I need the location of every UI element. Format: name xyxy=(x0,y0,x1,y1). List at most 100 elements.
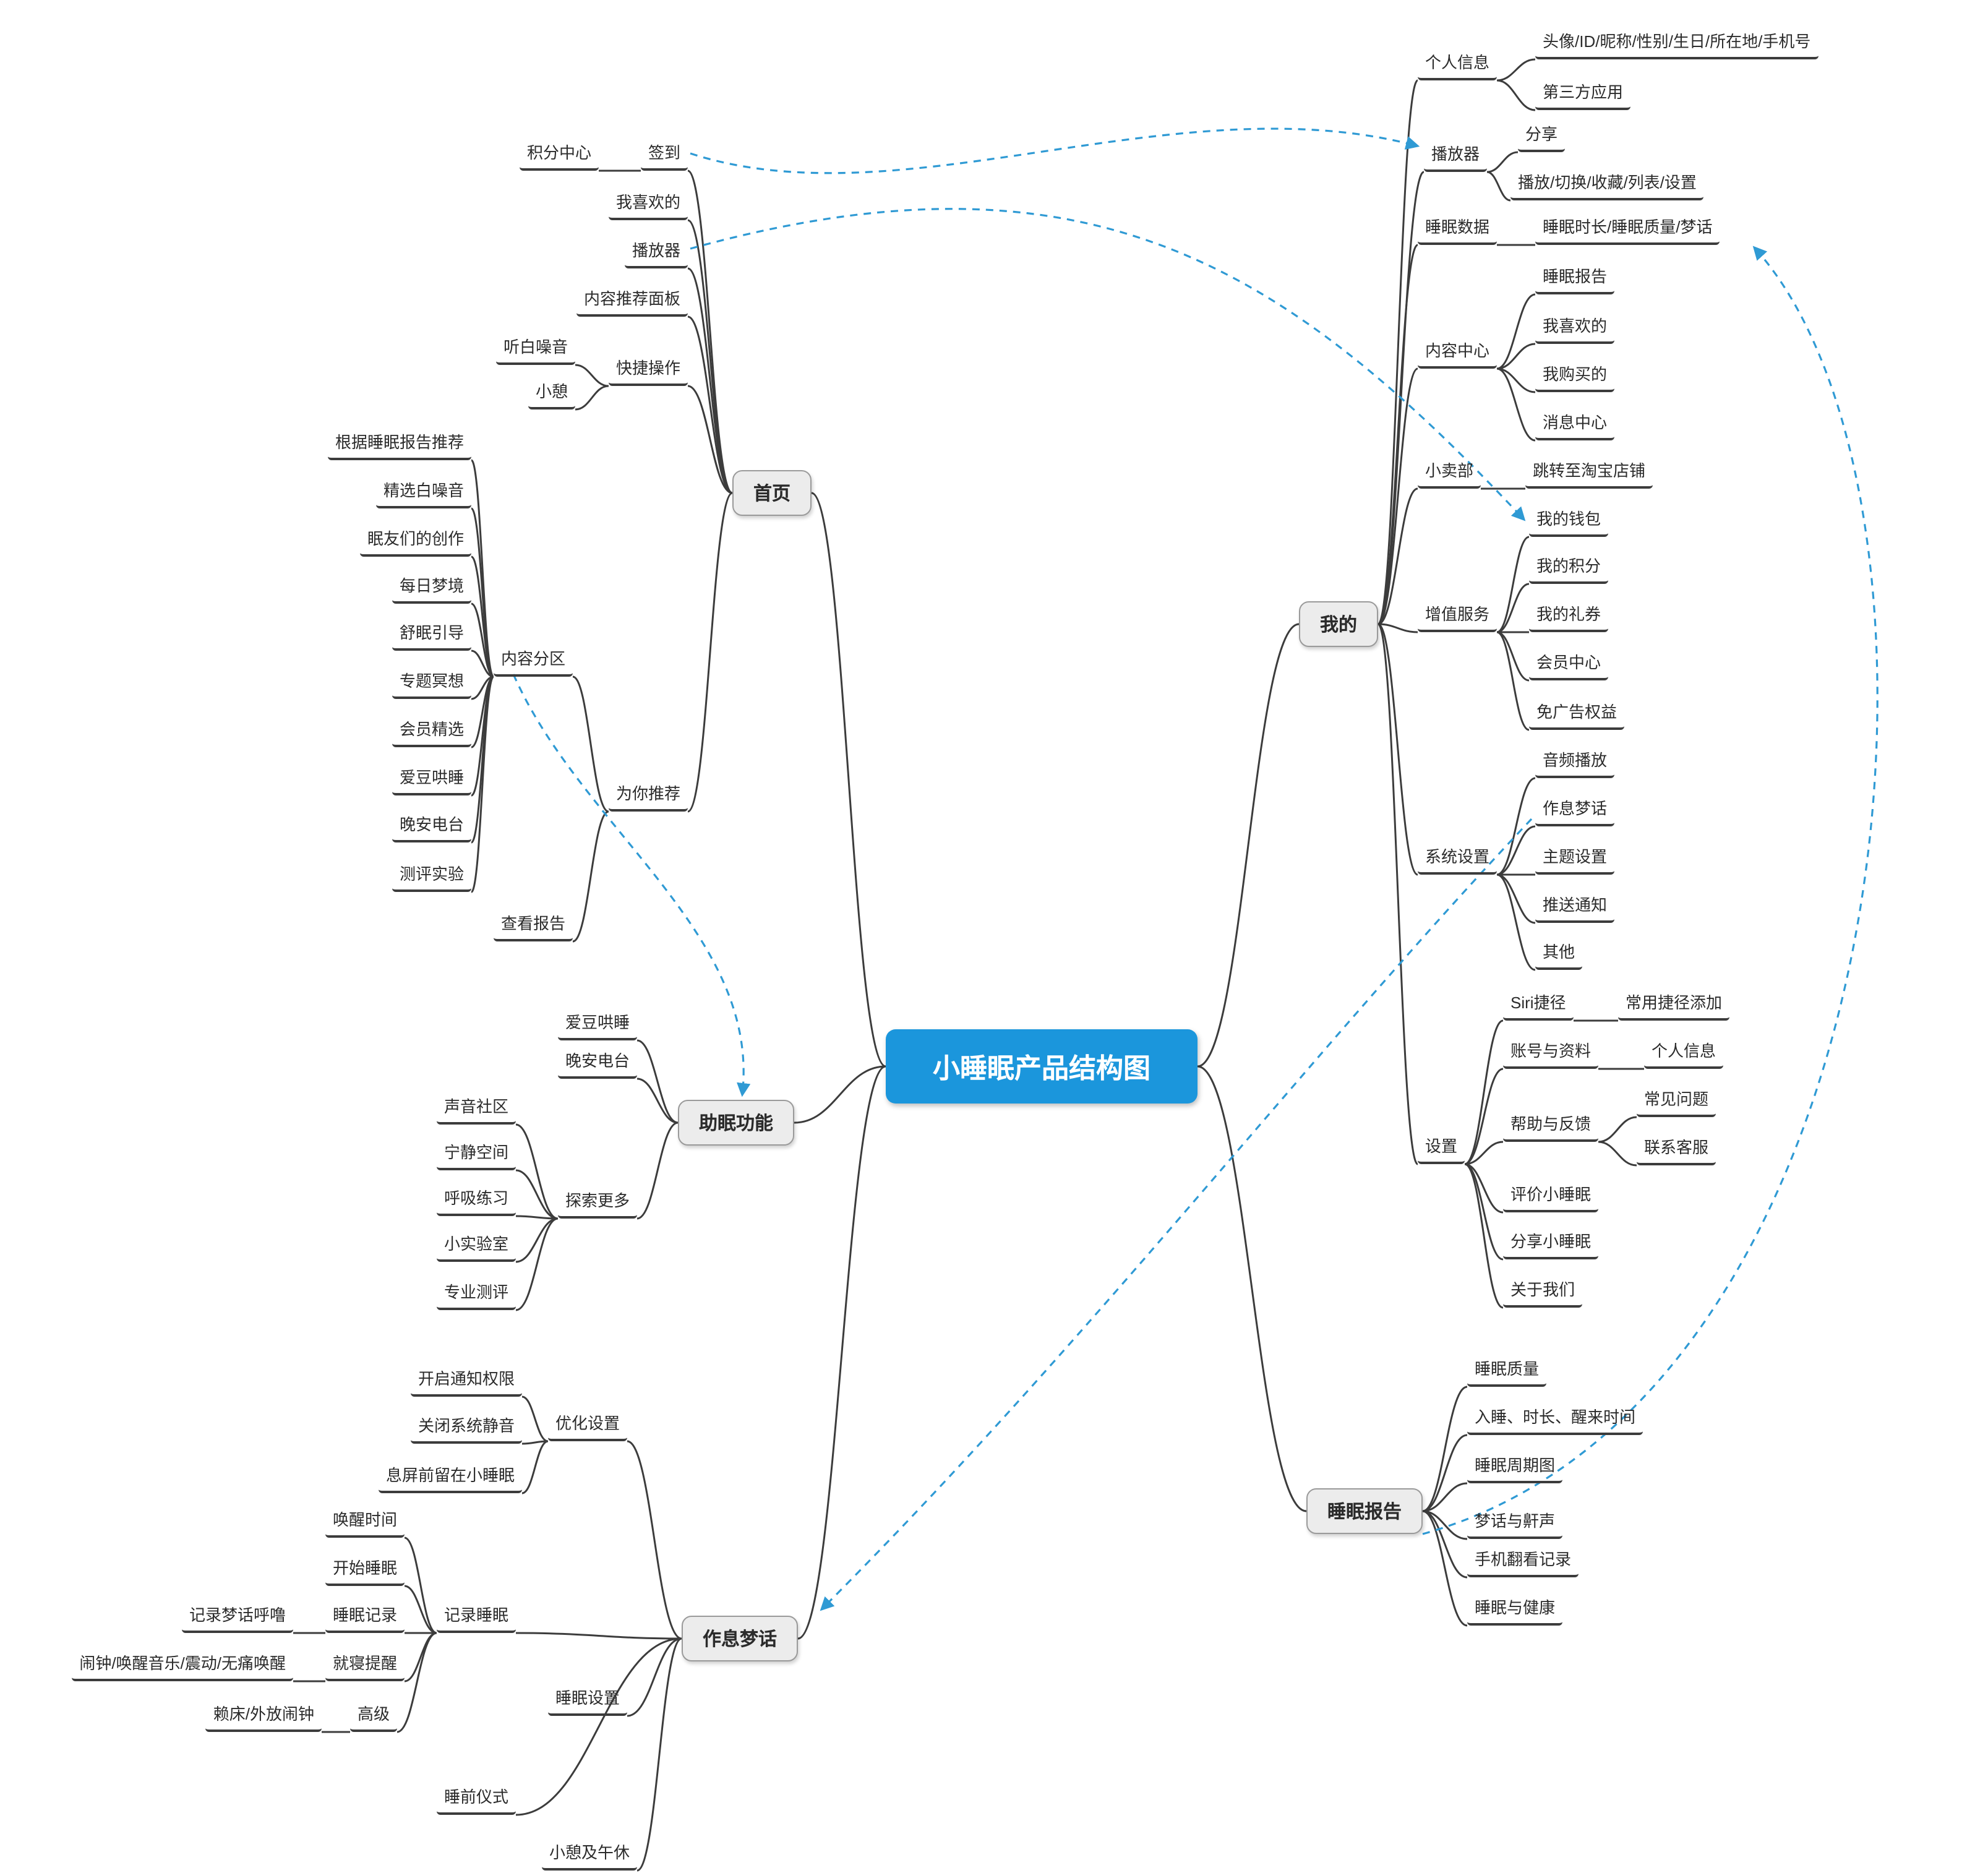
node-zone-item[interactable]: 舒眠引导 xyxy=(392,616,471,651)
topic-routine-dreamtalk[interactable]: 作息梦话 xyxy=(682,1616,799,1661)
node-account-info[interactable]: 账号与资料 xyxy=(1503,1034,1599,1069)
node-content-center[interactable]: 内容中心 xyxy=(1418,334,1497,369)
topic-mine[interactable]: 我的 xyxy=(1299,601,1379,647)
node-mine-player[interactable]: 播放器 xyxy=(1424,137,1488,172)
node-account-profile[interactable]: 个人信息 xyxy=(1644,1034,1724,1069)
node-system-item[interactable]: 作息梦话 xyxy=(1535,792,1615,826)
node-recommend-panel[interactable]: 内容推荐面板 xyxy=(576,282,688,317)
node-system-item[interactable]: 其他 xyxy=(1535,935,1583,970)
node-explore-item[interactable]: 宁静空间 xyxy=(436,1136,516,1170)
node-snooze-options[interactable]: 赖床/外放闹钟 xyxy=(205,1697,322,1732)
node-sleep-metrics[interactable]: 睡眠时长/睡眠质量/梦话 xyxy=(1535,210,1720,245)
node-sleep-record[interactable]: 睡眠记录 xyxy=(325,1598,405,1633)
node-explore-item[interactable]: 呼吸练习 xyxy=(436,1181,516,1216)
node-siri-add[interactable]: 常用捷径添加 xyxy=(1618,986,1730,1021)
node-nap-noon-break[interactable]: 小憩及午休 xyxy=(541,1836,637,1871)
topic-home[interactable]: 首页 xyxy=(732,470,812,516)
node-value-added-item[interactable]: 会员中心 xyxy=(1529,646,1609,680)
node-value-added-item[interactable]: 我的礼券 xyxy=(1529,598,1609,632)
node-points-center[interactable]: 积分中心 xyxy=(519,136,599,171)
node-checkin[interactable]: 签到 xyxy=(640,136,688,171)
node-content-center-item[interactable]: 我喜欢的 xyxy=(1535,309,1615,344)
node-siri-shortcut[interactable]: Siri捷径 xyxy=(1503,986,1574,1021)
node-zone-item[interactable]: 晚安电台 xyxy=(392,808,471,842)
node-system-item[interactable]: 推送通知 xyxy=(1535,888,1615,923)
node-quick-ops[interactable]: 快捷操作 xyxy=(608,351,688,386)
node-start-sleep[interactable]: 开始睡眠 xyxy=(325,1551,405,1586)
node-zone-item[interactable]: 会员精选 xyxy=(392,713,471,747)
node-report-item[interactable]: 睡眠周期图 xyxy=(1467,1449,1563,1483)
edge xyxy=(1496,367,1536,393)
node-record-sleep[interactable]: 记录睡眠 xyxy=(436,1598,516,1633)
node-explore-item[interactable]: 专业测评 xyxy=(436,1275,516,1310)
node-player-share[interactable]: 分享 xyxy=(1518,118,1566,152)
node-view-report[interactable]: 查看报告 xyxy=(493,907,573,941)
node-contact-support[interactable]: 联系客服 xyxy=(1637,1131,1716,1165)
node-third-party-apps[interactable]: 第三方应用 xyxy=(1535,75,1631,110)
topic-sleep-report[interactable]: 睡眠报告 xyxy=(1306,1488,1423,1534)
node-advanced[interactable]: 高级 xyxy=(349,1697,397,1732)
node-optimize-item[interactable]: 开启通知权限 xyxy=(410,1362,522,1397)
node-zone-item[interactable]: 根据睡眠报告推荐 xyxy=(327,426,471,460)
node-white-noise[interactable]: 听白噪音 xyxy=(495,330,575,365)
node-optimize-settings[interactable]: 优化设置 xyxy=(547,1407,627,1441)
node-zone-item[interactable]: 每日梦境 xyxy=(392,569,471,604)
node-alarm-options[interactable]: 闹钟/唤醒音乐/震动/无痛唤醒 xyxy=(72,1647,293,1681)
node-bedtime-reminder[interactable]: 就寝提醒 xyxy=(325,1647,405,1681)
node-bedtime-ritual[interactable]: 睡前仪式 xyxy=(436,1780,516,1815)
node-about-us[interactable]: 关于我们 xyxy=(1503,1273,1583,1308)
node-value-added[interactable]: 增值服务 xyxy=(1418,598,1497,632)
edge xyxy=(1496,293,1536,370)
node-wake-time[interactable]: 唤醒时间 xyxy=(325,1503,405,1538)
node-player-controls[interactable]: 播放/切换/收藏/列表/设置 xyxy=(1510,166,1704,200)
node-report-item[interactable]: 梦话与鼾声 xyxy=(1467,1504,1563,1539)
node-home-player[interactable]: 播放器 xyxy=(624,234,688,268)
node-sleep-settings[interactable]: 睡眠设置 xyxy=(547,1681,627,1716)
edge xyxy=(515,1632,682,1640)
node-system-item[interactable]: 主题设置 xyxy=(1535,840,1615,875)
node-idol-sleep[interactable]: 爱豆哄睡 xyxy=(557,1006,637,1040)
node-content-center-item[interactable]: 消息中心 xyxy=(1535,406,1615,440)
topic-sleep-aid[interactable]: 助眠功能 xyxy=(678,1100,795,1146)
node-settings[interactable]: 设置 xyxy=(1418,1129,1465,1164)
node-report-item[interactable]: 睡眠与健康 xyxy=(1467,1591,1563,1626)
node-explore-more[interactable]: 探索更多 xyxy=(557,1184,637,1219)
node-nap[interactable]: 小憩 xyxy=(528,375,575,409)
node-zone-item[interactable]: 眠友们的创作 xyxy=(359,522,471,557)
edge xyxy=(687,492,733,813)
node-explore-item[interactable]: 小实验室 xyxy=(436,1227,516,1262)
node-shop[interactable]: 小卖部 xyxy=(1418,454,1481,489)
node-my-likes[interactable]: 我喜欢的 xyxy=(608,186,688,220)
node-zone-item[interactable]: 爱豆哄睡 xyxy=(392,761,471,795)
node-faq[interactable]: 常见问题 xyxy=(1637,1082,1716,1117)
node-report-item[interactable]: 手机翻看记录 xyxy=(1467,1543,1579,1577)
node-content-zones[interactable]: 内容分区 xyxy=(493,642,573,677)
node-help-feedback[interactable]: 帮助与反馈 xyxy=(1503,1107,1599,1142)
node-goodnight-radio[interactable]: 晚安电台 xyxy=(557,1044,637,1079)
node-optimize-item[interactable]: 关闭系统静音 xyxy=(410,1409,522,1444)
node-system-item[interactable]: 音频播放 xyxy=(1535,744,1615,778)
node-taobao-link[interactable]: 跳转至淘宝店铺 xyxy=(1525,454,1653,489)
node-sleep-data[interactable]: 睡眠数据 xyxy=(1418,210,1497,245)
node-system-settings[interactable]: 系统设置 xyxy=(1418,840,1497,875)
node-zone-item[interactable]: 专题冥想 xyxy=(392,664,471,699)
node-content-center-item[interactable]: 睡眠报告 xyxy=(1535,260,1615,294)
node-rate-app[interactable]: 评价小睡眠 xyxy=(1503,1178,1599,1212)
node-explore-item[interactable]: 声音社区 xyxy=(436,1090,516,1125)
node-record-dreamtalk-snore[interactable]: 记录梦话呼噜 xyxy=(181,1598,293,1633)
central-topic[interactable]: 小睡眠产品结构图 xyxy=(886,1029,1198,1104)
node-profile-fields[interactable]: 头像/ID/昵称/性别/生日/所在地/手机号 xyxy=(1535,25,1819,59)
node-content-center-item[interactable]: 我购买的 xyxy=(1535,358,1615,392)
node-report-item[interactable]: 入睡、时长、醒来时间 xyxy=(1467,1400,1643,1435)
node-report-item[interactable]: 睡眠质量 xyxy=(1467,1352,1547,1387)
edge xyxy=(1377,623,1419,1165)
node-optimize-item[interactable]: 息屏前留在小睡眠 xyxy=(378,1459,522,1493)
node-share-app[interactable]: 分享小睡眠 xyxy=(1503,1225,1599,1259)
node-value-added-item[interactable]: 我的钱包 xyxy=(1529,502,1609,537)
node-value-added-item[interactable]: 我的积分 xyxy=(1529,549,1609,584)
node-zone-item[interactable]: 测评实验 xyxy=(392,857,471,892)
node-profile[interactable]: 个人信息 xyxy=(1418,46,1497,80)
node-value-added-item[interactable]: 免广告权益 xyxy=(1529,695,1625,730)
node-zone-item[interactable]: 精选白噪音 xyxy=(375,474,471,508)
node-for-you[interactable]: 为你推荐 xyxy=(608,777,688,812)
